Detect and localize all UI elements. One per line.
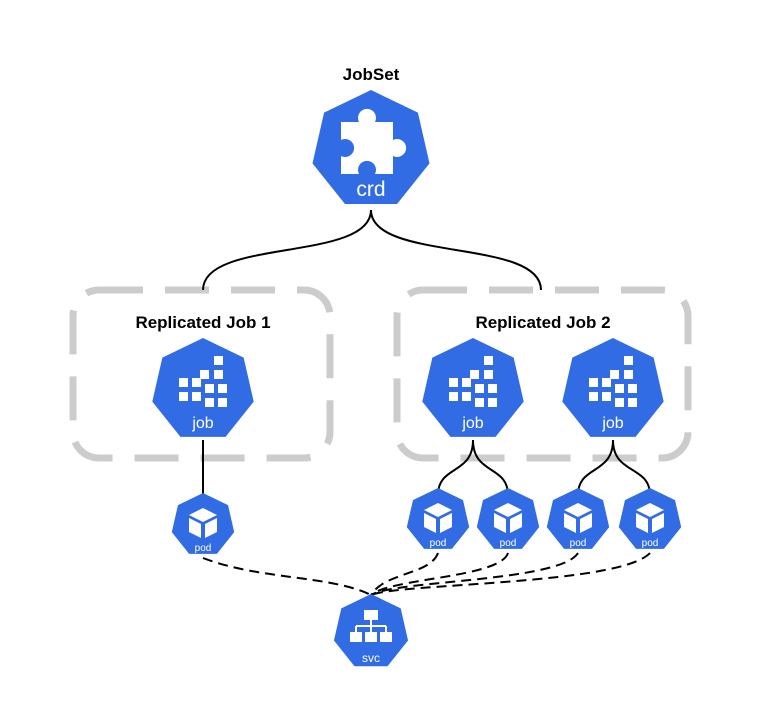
job-icon: job (422, 338, 524, 437)
pod-icon: pod (171, 493, 235, 554)
job2-to-pod3-connector (472, 439, 509, 496)
pod-icon: pod (546, 488, 610, 549)
crd-icon: crd (312, 90, 430, 205)
crd-to-group2-connector (370, 209, 542, 291)
jobset-title: JobSet (343, 65, 400, 84)
job-icon-label: job (191, 415, 213, 432)
connectors (202, 209, 651, 500)
svc-icon-label: svc (362, 651, 380, 665)
pod-icon-label: pod (430, 538, 447, 549)
crd-to-group1-connector (202, 209, 372, 291)
job3-to-pod4-connector (577, 439, 614, 496)
pod-icon-label: pod (642, 538, 659, 549)
pod-icon-label: pod (500, 538, 517, 549)
pod-icon: pod (618, 488, 682, 549)
service-tree-icon (350, 610, 392, 642)
pod-icon: pod (476, 488, 540, 549)
replicated-job-2-group (393, 286, 692, 462)
job3-to-pod5-connector (612, 439, 651, 496)
pod-icon: pod (406, 488, 470, 549)
job-icon: job (152, 338, 254, 437)
puzzle-icon (341, 108, 407, 175)
crd-icon-label: crd (356, 178, 385, 201)
pod-svc-connectors (202, 552, 651, 596)
replicated-job-2-title: Replicated Job 2 (475, 313, 610, 332)
pod-icon-label: pod (570, 538, 587, 549)
svc-icon: svc (333, 594, 409, 667)
job-icon-label: job (461, 415, 483, 432)
replicated-job-1-group (69, 286, 334, 462)
pod-icon-label: pod (195, 543, 212, 554)
replicated-job-1-title: Replicated Job 1 (135, 313, 270, 332)
job2-to-pod2-connector (437, 439, 474, 496)
job-icon-label: job (601, 415, 623, 432)
job-icon: job (562, 338, 664, 437)
